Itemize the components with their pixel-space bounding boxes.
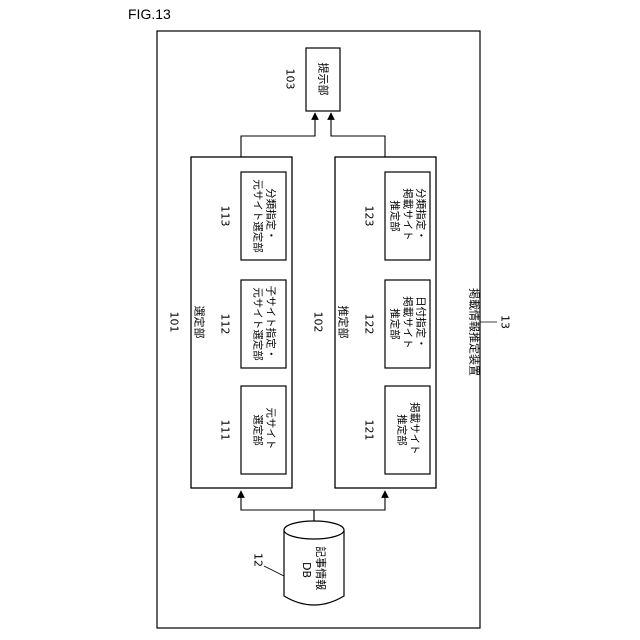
database-cylinder xyxy=(284,521,344,605)
block-121-number: 121 xyxy=(363,420,376,441)
block-111-number: 111 xyxy=(219,420,232,441)
arrows-to-presentation-unit xyxy=(241,113,385,157)
database-leader-line xyxy=(264,566,284,576)
block-122-line-1: 日付指定・ xyxy=(415,296,428,349)
block-113-number: 113 xyxy=(219,206,232,227)
block-123-line-2: 掲載サイト xyxy=(402,188,414,241)
device-label: 掲載情報推定装置 xyxy=(468,288,482,376)
estimation-unit-number: 102 xyxy=(312,312,325,333)
selection-unit-number: 101 xyxy=(168,312,181,333)
block-123-number: 123 xyxy=(363,206,376,227)
database-body xyxy=(284,530,344,605)
block-123-line-3: 推定部 xyxy=(389,200,402,232)
block-112-number: 112 xyxy=(219,314,232,335)
block-113-line-2: 元サイト選定部 xyxy=(252,179,265,253)
database-line-2: DB xyxy=(300,562,313,578)
block-122-number: 122 xyxy=(363,314,376,335)
database-number: 12 xyxy=(252,553,265,567)
block-112-line-2: 元サイト選定部 xyxy=(252,287,265,361)
block-112-line-1: 子サイト指定・ xyxy=(265,286,278,360)
block-113-line-1: 分類指定・ xyxy=(265,188,278,241)
block-123-line-1: 分類指定・ xyxy=(415,188,428,241)
database-line-1: 記事情報 xyxy=(314,546,328,590)
database-top xyxy=(284,521,344,539)
block-122-line-2: 掲載サイト xyxy=(402,296,414,349)
arrow-estimation-to-presentation xyxy=(331,113,385,157)
block-121-line-2: 推定部 xyxy=(396,414,409,446)
presentation-unit-number: 103 xyxy=(284,69,297,90)
block-111-line-1: 元サイト xyxy=(265,407,277,449)
device-number: 13 xyxy=(499,315,512,329)
presentation-unit-label: 提示部 xyxy=(317,63,331,96)
selection-unit-label: 選定部 xyxy=(193,306,207,339)
arrow-selection-to-presentation xyxy=(241,113,315,157)
estimation-unit-label: 推定部 xyxy=(337,306,351,339)
block-111-line-2: 選定部 xyxy=(252,414,265,446)
block-121-line-1: 掲載サイト xyxy=(409,402,421,455)
block-122-line-3: 推定部 xyxy=(389,308,402,340)
